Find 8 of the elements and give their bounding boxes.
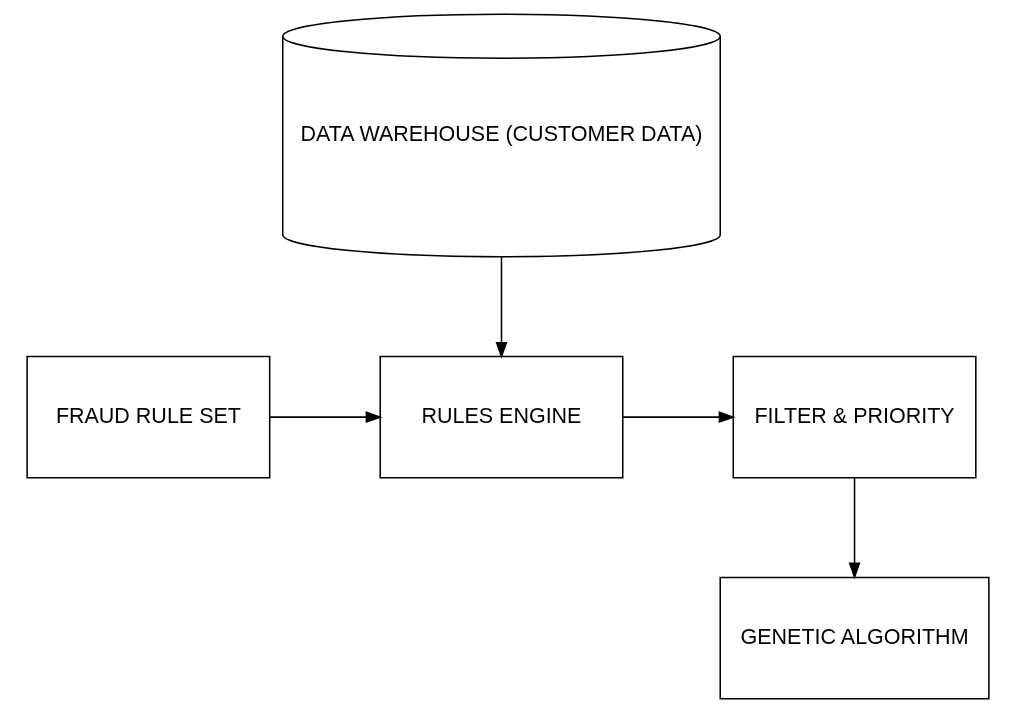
arrow [848,477,861,580]
arrow [269,411,383,424]
arrow [495,256,508,359]
arrow [622,411,736,424]
node-box: FILTER & PRIORITY [732,355,977,479]
node-box: RULES ENGINE [379,355,624,479]
node-box: FRAUD RULE SET [26,355,271,479]
node-box: GENETIC ALGORITHM [719,576,990,700]
